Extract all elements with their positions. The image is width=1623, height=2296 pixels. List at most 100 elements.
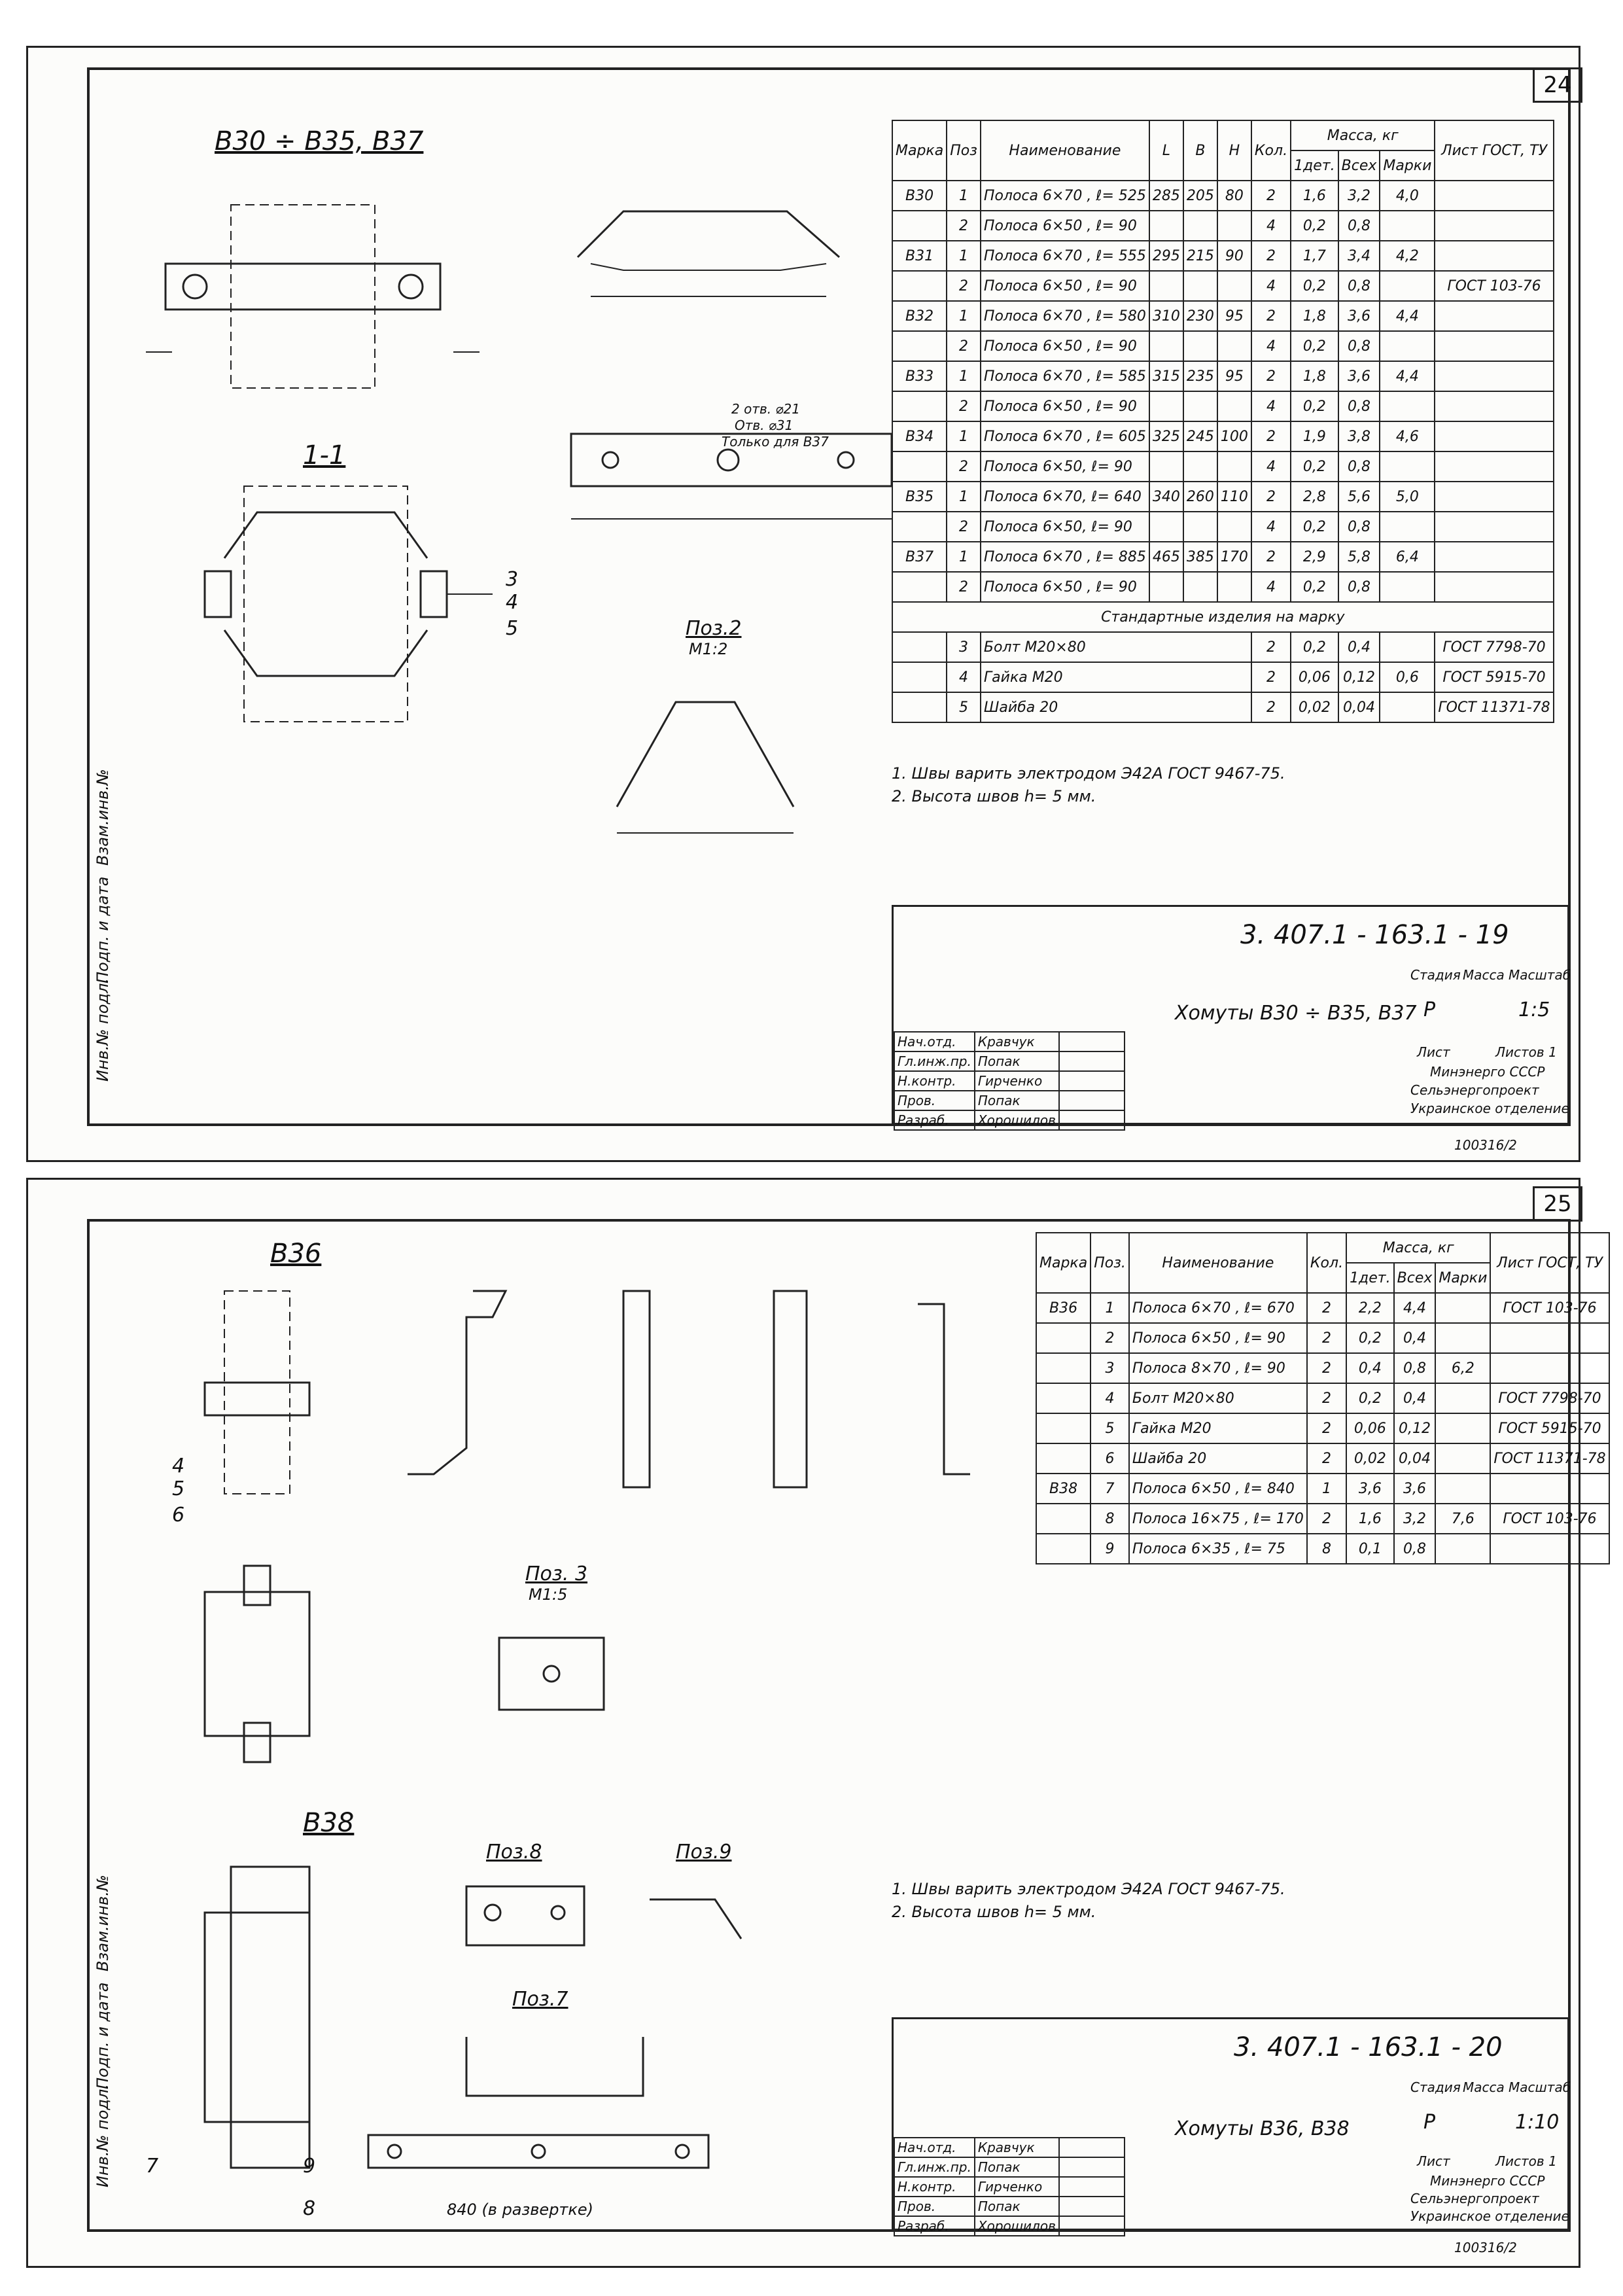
- spec-cell: 5: [1090, 1413, 1130, 1444]
- signer-name: Попак: [973, 1051, 1060, 1072]
- spec-cell: [1434, 300, 1554, 332]
- spec-cell: 2: [1250, 361, 1292, 392]
- section-label: 1-1: [303, 440, 346, 470]
- strip-detail-view: [570, 433, 893, 520]
- footer-code: 100316/2: [1454, 1137, 1517, 1153]
- spec-cell: [1379, 391, 1436, 422]
- stage-value: Р: [1423, 998, 1436, 1021]
- signer-name: Кравчук: [973, 2137, 1060, 2158]
- spec-cell: [891, 692, 948, 723]
- col-mark: Марка: [891, 120, 948, 181]
- spec-cell: 0,2: [1290, 210, 1339, 241]
- hole-note-3: Только для B37: [722, 434, 829, 450]
- spec-cell: Полоса 6×70 , ℓ= 670: [1128, 1292, 1308, 1324]
- spec-cell: 1: [946, 421, 981, 452]
- sheet-number: 24: [1533, 67, 1582, 103]
- spec-cell: [1182, 511, 1218, 542]
- col-H: H: [1216, 120, 1252, 181]
- signer-role: Пров.: [894, 1090, 975, 1111]
- spec-cell: [1379, 511, 1436, 542]
- spec-cell: 0,8: [1393, 1533, 1437, 1564]
- spec-cell: 0,8: [1337, 330, 1381, 362]
- spec-cell: 4: [1250, 451, 1292, 482]
- pos3-label: Поз. 3: [525, 1563, 588, 1585]
- spec-cell: 4: [1250, 571, 1292, 603]
- signer-role: Гл.инж.пр.: [894, 2157, 975, 2178]
- spec-cell: B37: [891, 541, 948, 573]
- signer-role: Н.контр.: [894, 1070, 975, 1091]
- spec-cell: [1216, 270, 1252, 302]
- signer-name: Кравчук: [973, 1031, 1060, 1052]
- clamp-elevation-view: [576, 210, 840, 297]
- spec-cell: Болт М20×80: [979, 631, 1252, 663]
- signer-role: Нач.отд.: [894, 2137, 975, 2158]
- spec-cell: 0,4: [1393, 1383, 1437, 1414]
- spec-cell: 2: [946, 270, 981, 302]
- spec-cell: 2: [1306, 1503, 1348, 1534]
- spec-cell: [891, 210, 948, 241]
- spec-cell: Полоса 6×50, ℓ= 90: [979, 451, 1150, 482]
- hole-note-1: 2 отв. ⌀21: [731, 401, 800, 417]
- spec-cell: 2: [1306, 1413, 1348, 1444]
- spec-cell: 0,8: [1337, 571, 1381, 603]
- signer-role: Гл.инж.пр.: [894, 1051, 975, 1072]
- spec-cell: [1148, 210, 1184, 241]
- spec-cell: 3,8: [1337, 421, 1381, 452]
- spec-cell: 110: [1216, 481, 1252, 512]
- spec-cell: ГОСТ 7798-70: [1434, 631, 1554, 663]
- spec-cell: Полоса 6×70 , ℓ= 885: [979, 541, 1150, 573]
- spec-cell: 3,6: [1337, 300, 1381, 332]
- spec-cell: 1,9: [1290, 421, 1339, 452]
- spec-cell: 2: [1306, 1292, 1348, 1324]
- pos2-label: Поз.2: [686, 617, 742, 640]
- doc-title: Хомуты B30 ÷ B35, B37: [1175, 1002, 1417, 1025]
- spec-cell: Полоса 6×50 , ℓ= 90: [979, 270, 1150, 302]
- spec-cell: [1379, 270, 1436, 302]
- spec-cell: [1148, 571, 1184, 603]
- stage-label: Стадия: [1410, 2079, 1461, 2095]
- spec-cell: [891, 511, 948, 542]
- spec-cell: 2: [946, 571, 981, 603]
- spec-cell: 2: [1250, 421, 1292, 452]
- spec-cell: 5,6: [1337, 481, 1381, 512]
- col-L: L: [1148, 120, 1184, 181]
- callout-pos-9: 9: [303, 2155, 316, 2178]
- org-2: Сельэнергопроект: [1410, 1082, 1539, 1098]
- spec-cell: [1182, 330, 1218, 362]
- spec-cell: 1,8: [1290, 300, 1339, 332]
- col-qty: Кол.: [1250, 120, 1292, 181]
- signature-cell: [1058, 1031, 1125, 1052]
- signer-role: Н.контр.: [894, 2176, 975, 2197]
- pos7-label: Поз.7: [512, 1988, 568, 2011]
- signer-row: Нач.отд.Кравчук: [894, 2137, 1125, 2158]
- pos2-detail-view: [616, 701, 795, 834]
- signer-row: Разраб.Хорошилов: [894, 1110, 1125, 1131]
- note-1: 1. Швы варить электродом Э42А ГОСТ 9467-…: [892, 1880, 1285, 1898]
- spec-cell: [1434, 451, 1554, 482]
- spec-cell: 4,4: [1393, 1292, 1437, 1324]
- spec-cell: B30: [891, 180, 948, 211]
- spec-cell: [1379, 210, 1436, 241]
- signer-row: Н.контр.Гирченко: [894, 2176, 1125, 2197]
- spec-cell: [1379, 330, 1436, 362]
- org-1: Минэнерго СССР: [1430, 1064, 1545, 1080]
- spec-cell: [1216, 391, 1252, 422]
- signer-name: Гирченко: [973, 2176, 1060, 2197]
- spec-cell: 6: [1090, 1443, 1130, 1474]
- sheet-label: Лист: [1417, 1044, 1450, 1060]
- spec-cell: 7: [1090, 1473, 1130, 1504]
- spec-cell: Полоса 6×70 , ℓ= 555: [979, 240, 1150, 272]
- note-1: 1. Швы варить электродом Э42А ГОСТ 9467-…: [892, 764, 1285, 783]
- spec-cell: [1148, 511, 1184, 542]
- spec-cell: 1: [946, 180, 981, 211]
- col-name: Наименование: [1128, 1232, 1308, 1294]
- drawing-sheet-24: 24 Инв.№ подл. Подп. и дата Взам.инв.№ B…: [26, 46, 1582, 1162]
- drawing-frame: [87, 1219, 1571, 2232]
